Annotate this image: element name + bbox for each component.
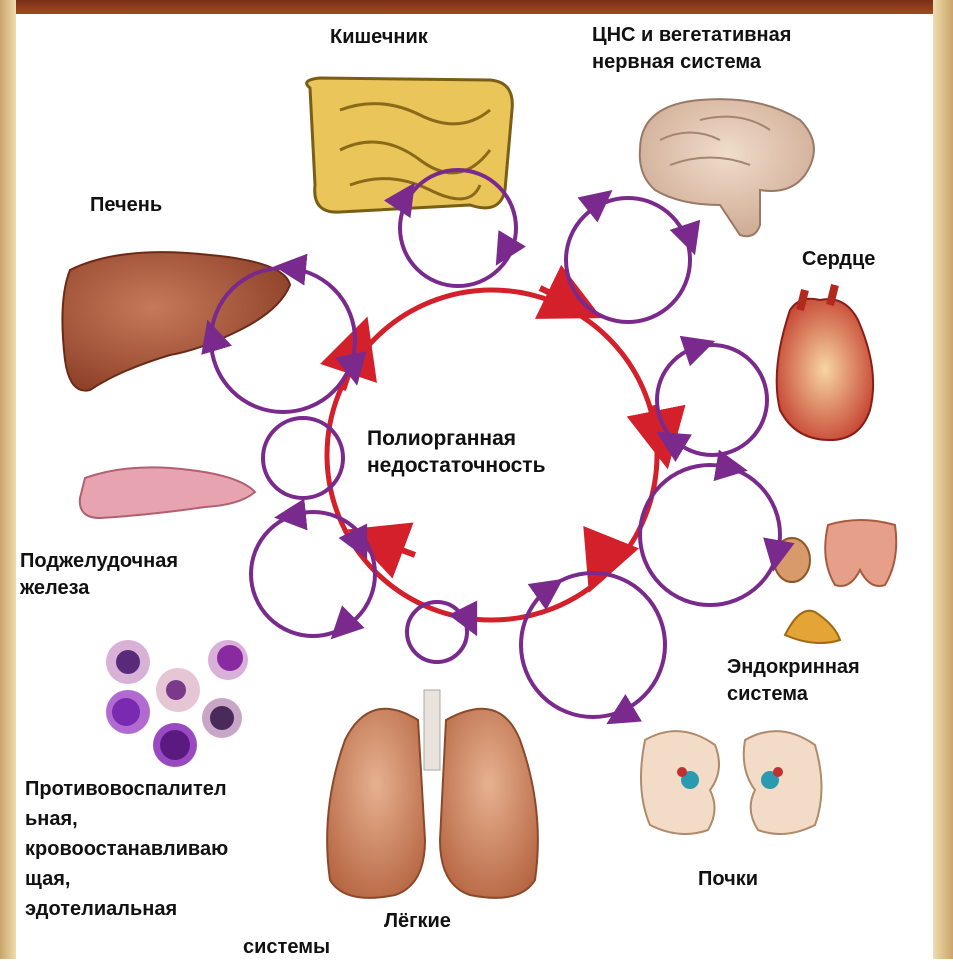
label-pancreas: Поджелудочная железа bbox=[20, 548, 178, 602]
label-intestine: Кишечник bbox=[330, 24, 428, 51]
loop-endocrine bbox=[640, 465, 780, 605]
thyroid-illustration bbox=[774, 520, 896, 643]
label-immune-line4: щая, bbox=[25, 864, 228, 894]
loop-pancreas bbox=[251, 512, 375, 636]
label-immune-line2: ьная, bbox=[25, 804, 228, 834]
lungs-illustration bbox=[327, 690, 538, 898]
label-heart: Сердце bbox=[802, 246, 875, 273]
loop-heart bbox=[657, 345, 767, 455]
loop-cns bbox=[566, 198, 690, 322]
loop-pancreas-small bbox=[263, 418, 343, 498]
label-liver: Печень bbox=[90, 192, 162, 219]
pancreas-illustration bbox=[80, 467, 255, 518]
label-pancreas-line2: железа bbox=[20, 575, 178, 602]
label-immune-line6: системы bbox=[243, 934, 330, 961]
center-title-line2: недостаточность bbox=[367, 452, 546, 479]
label-pancreas-line1: Поджелудочная bbox=[20, 548, 178, 575]
intestine-illustration bbox=[307, 78, 513, 212]
label-kidneys: Почки bbox=[698, 866, 758, 893]
label-immune-line3: кровоостанавливаю bbox=[25, 834, 228, 864]
label-immune-line1: Противовоспалител bbox=[25, 774, 228, 804]
label-cns: ЦНС и вегетативная нервная система bbox=[592, 22, 791, 76]
center-title-line1: Полиорганная bbox=[367, 425, 546, 452]
label-lungs: Лёгкие bbox=[384, 908, 451, 935]
kidneys-illustration bbox=[641, 731, 822, 834]
brain-illustration bbox=[640, 99, 814, 236]
label-endocrine: Эндокринная система bbox=[727, 654, 860, 708]
label-immune: Противовоспалител ьная, кровоостанавлива… bbox=[25, 774, 228, 924]
label-immune-line5: эдотелиальная bbox=[25, 894, 228, 924]
label-cns-line1: ЦНС и вегетативная bbox=[592, 22, 791, 49]
heart-illustration bbox=[777, 285, 873, 440]
blood-cells-illustration bbox=[106, 640, 248, 767]
label-endocrine-line2: система bbox=[727, 681, 860, 708]
center-title: Полиорганная недостаточность bbox=[367, 425, 546, 479]
label-cns-line2: нервная система bbox=[592, 49, 791, 76]
label-endocrine-line1: Эндокринная bbox=[727, 654, 860, 681]
